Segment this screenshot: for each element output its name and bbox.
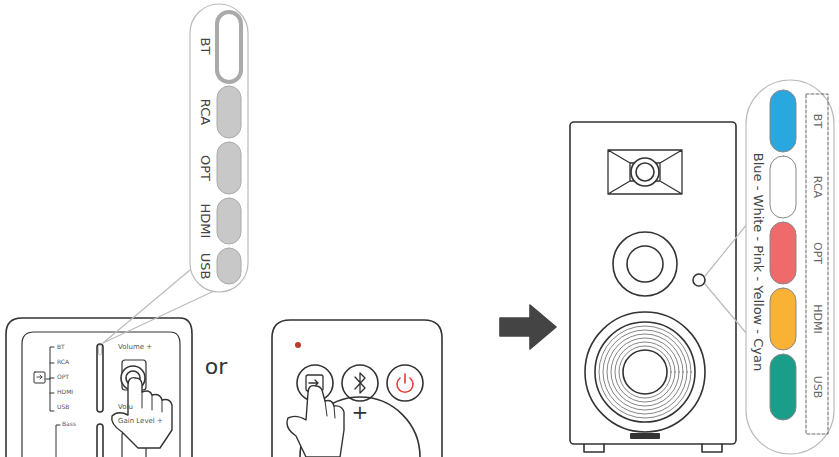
input-label: USB bbox=[812, 376, 823, 399]
woofer-ring bbox=[611, 338, 679, 406]
panel-input-label: BT bbox=[57, 344, 65, 350]
panel-text: Bass bbox=[62, 421, 76, 427]
panel-text: Volume + bbox=[118, 344, 152, 351]
bubble-input-label: BT bbox=[199, 38, 212, 55]
woofer-ring bbox=[619, 346, 671, 398]
input-label: HDMI bbox=[812, 304, 823, 333]
input-label: BT bbox=[812, 114, 823, 128]
panel-input-label: OPT bbox=[57, 374, 69, 380]
remote-symbol: + bbox=[352, 402, 369, 422]
bubble-input-label: HDMI bbox=[199, 204, 212, 239]
panel-input-label: RCA bbox=[57, 359, 69, 365]
woofer-ring bbox=[607, 334, 683, 410]
woofer-ring bbox=[599, 326, 691, 418]
woofer-ring bbox=[603, 330, 687, 414]
panel-input-label: USB bbox=[57, 404, 69, 410]
bubble-input-label: USB bbox=[199, 253, 212, 280]
panel-text: Gain Level + bbox=[118, 418, 163, 425]
input-label: OPT bbox=[812, 242, 823, 264]
color-sequence: Blue - White - Pink - Yellow - Cyan bbox=[752, 153, 765, 371]
back-panel bbox=[6, 318, 192, 457]
bubble-input-label: OPT bbox=[199, 155, 212, 181]
input-label: RCA bbox=[812, 176, 823, 198]
woofer-ring bbox=[615, 342, 675, 402]
panel-input-label: HDMI bbox=[57, 389, 73, 395]
connector-word: or bbox=[205, 356, 228, 378]
bubble-input-label: RCA bbox=[199, 99, 212, 125]
panel-text: Volu bbox=[118, 404, 133, 411]
